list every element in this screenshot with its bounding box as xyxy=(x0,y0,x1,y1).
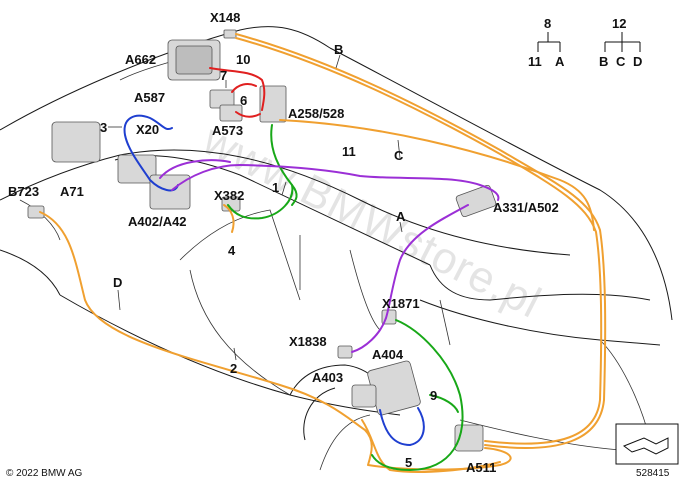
label-b: B xyxy=(334,42,343,57)
label-a258: A258/528 xyxy=(288,106,344,121)
connector-x148 xyxy=(223,29,237,39)
label-2: 2 xyxy=(230,361,237,376)
module-a258 xyxy=(259,85,287,123)
label-x1838: X1838 xyxy=(289,334,327,349)
leader-lines xyxy=(108,54,403,361)
label-a331: A331/A502 xyxy=(493,200,559,215)
legend-tree-1: 8 11 A xyxy=(528,16,565,69)
tree1-left: 11 xyxy=(528,54,542,69)
car-body-outline xyxy=(0,26,673,471)
label-a511: A511 xyxy=(466,460,496,475)
view-direction-icon xyxy=(615,423,679,465)
sensor-b723 xyxy=(27,205,45,219)
label-10: 10 xyxy=(236,52,250,67)
module-a402 xyxy=(149,174,191,210)
label-a662: A662 xyxy=(125,52,156,67)
wire-harnesses xyxy=(39,33,607,474)
label-a402: A402/A42 xyxy=(128,214,187,229)
module-3 xyxy=(51,121,101,163)
module-a331 xyxy=(455,184,497,218)
label-a403: A403 xyxy=(312,370,343,385)
label-3: 3 xyxy=(100,120,107,135)
label-a573: A573 xyxy=(212,123,243,138)
label-9: 9 xyxy=(430,388,437,403)
label-x20: X20 xyxy=(136,122,159,137)
label-b723: B723 xyxy=(8,184,39,199)
module-a403 xyxy=(351,384,377,408)
label-a71: A71 xyxy=(60,184,84,199)
legend-tree-2: 12 B C D xyxy=(599,16,642,69)
tree1-right: A xyxy=(555,54,565,69)
part-labels: X148 B A662 10 7 A587 6 3 X20 A573 A258/… xyxy=(8,10,559,475)
label-7: 7 xyxy=(220,68,227,83)
tree2-top: 12 xyxy=(612,16,626,31)
label-a404: A404 xyxy=(372,347,404,362)
label-c: C xyxy=(394,148,404,163)
diagram-number: 528415 xyxy=(636,468,670,479)
modules xyxy=(27,29,497,452)
tree2-right: D xyxy=(633,54,642,69)
label-a: A xyxy=(396,209,406,224)
label-x1871: X1871 xyxy=(382,296,420,311)
label-a587: A587 xyxy=(134,90,165,105)
tree1-top: 8 xyxy=(544,16,551,31)
module-a573 xyxy=(219,104,243,122)
label-x382: X382 xyxy=(214,188,244,203)
tree2-left: B xyxy=(599,54,608,69)
label-5: 5 xyxy=(405,455,412,470)
label-11: 11 xyxy=(342,144,356,159)
label-4: 4 xyxy=(228,243,236,258)
copyright-text: © 2022 BMW AG xyxy=(6,468,83,479)
label-x148: X148 xyxy=(210,10,240,25)
label-6: 6 xyxy=(240,93,247,108)
connector-x1838 xyxy=(337,345,353,359)
label-1: 1 xyxy=(272,180,279,195)
tree2-mid: C xyxy=(616,54,626,69)
label-d: D xyxy=(113,275,122,290)
